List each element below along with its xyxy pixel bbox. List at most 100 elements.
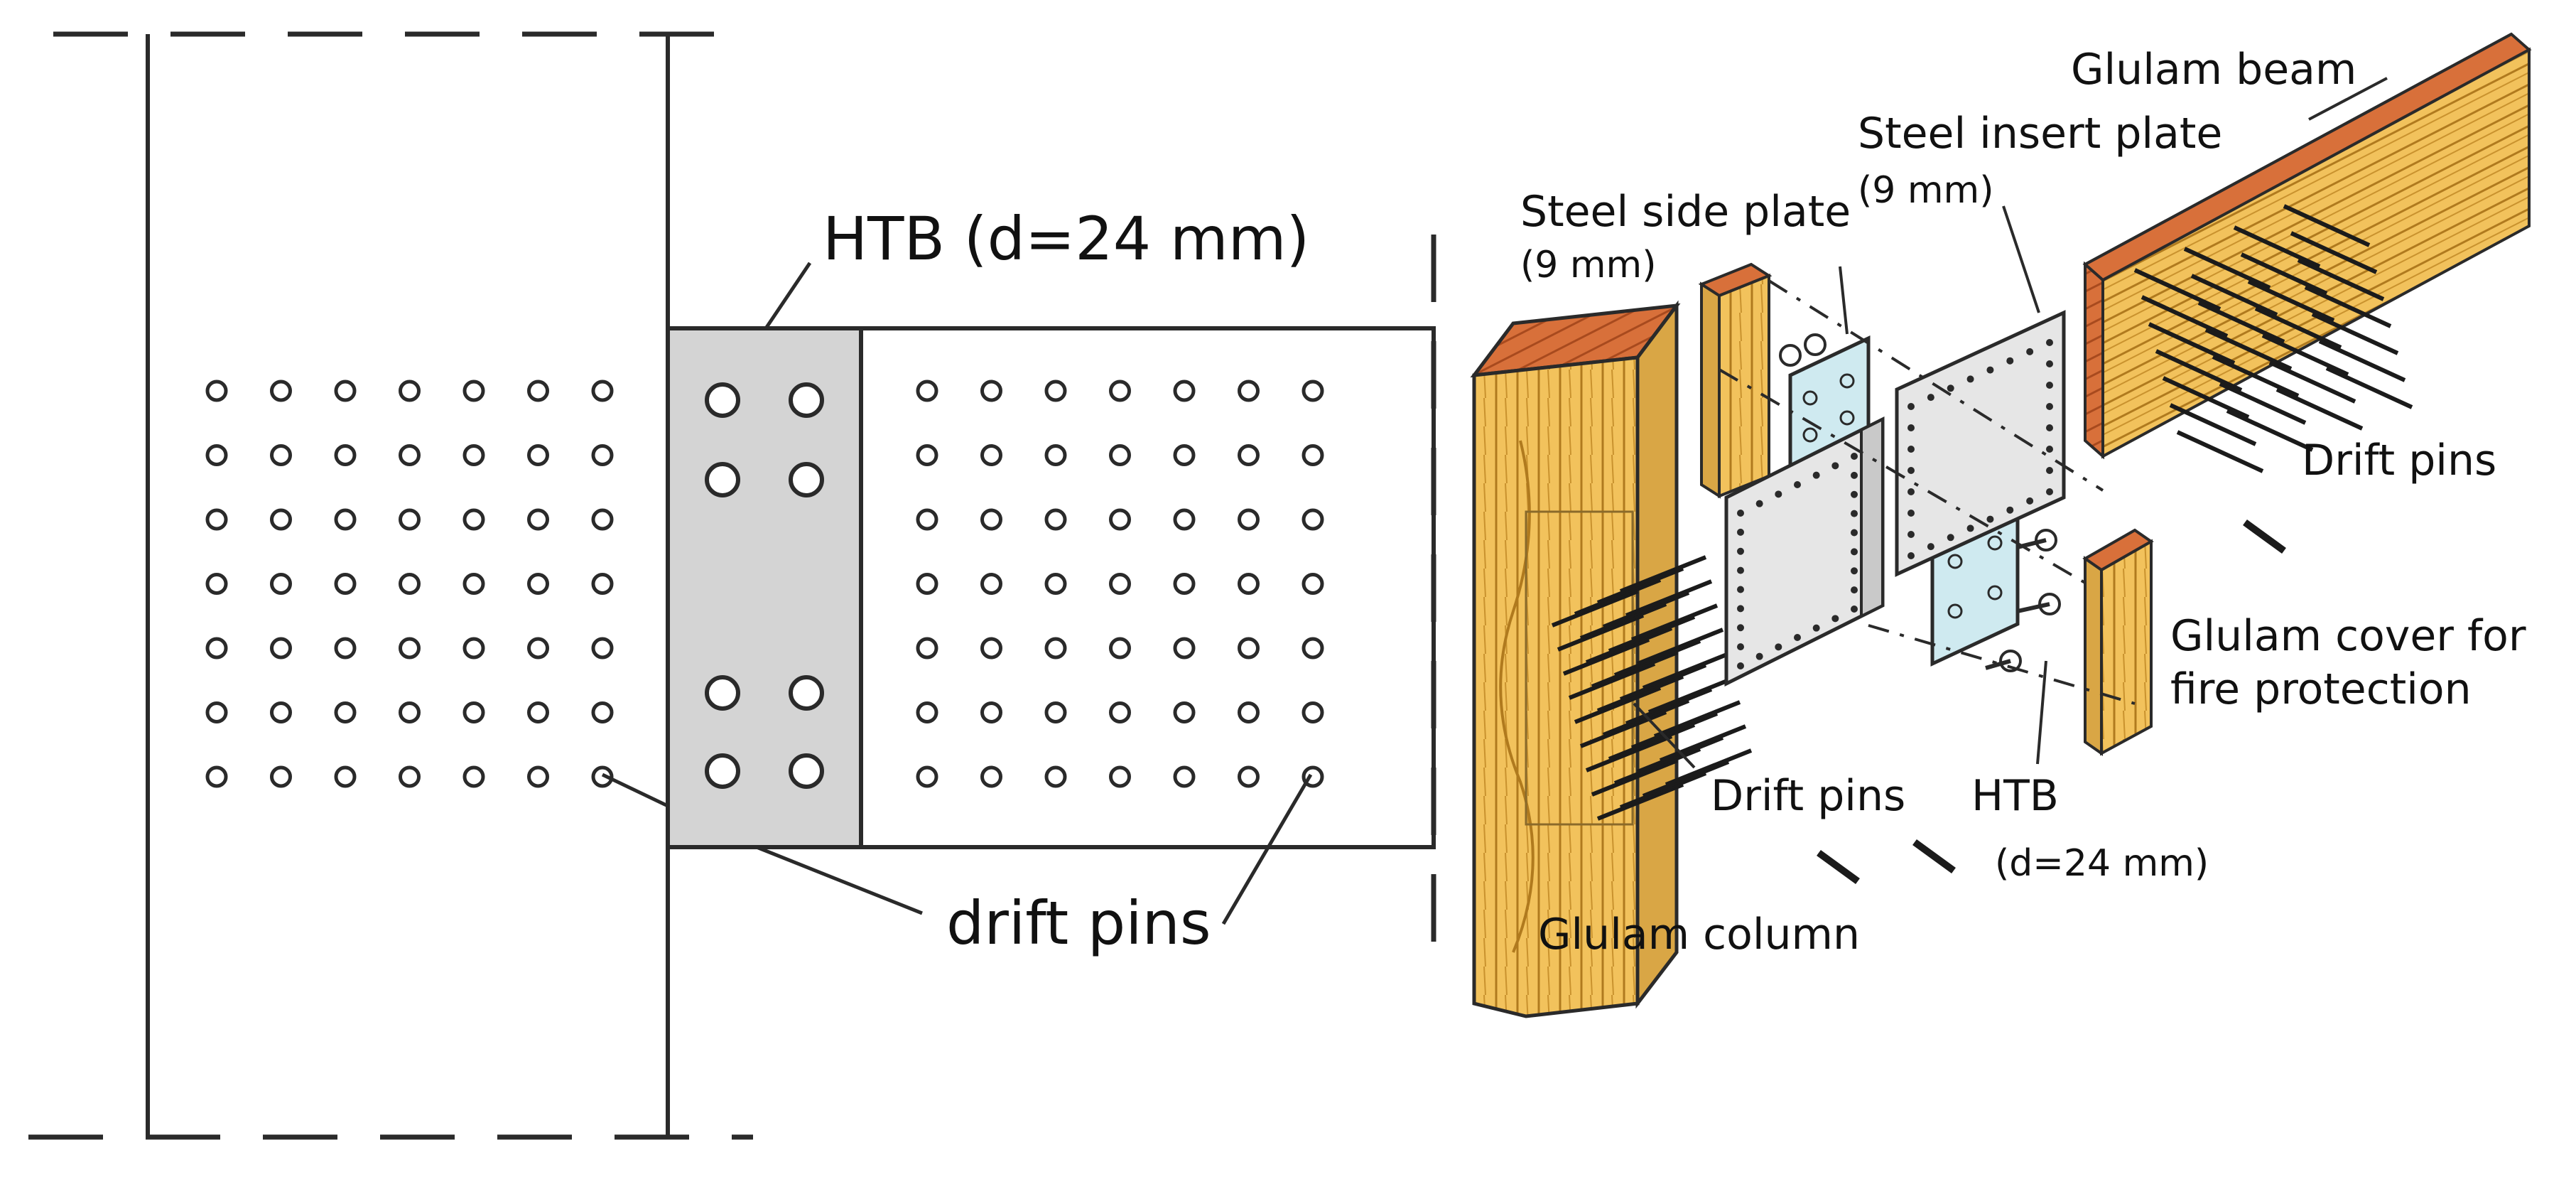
drift-pin <box>2219 382 2307 425</box>
plate-hole <box>1737 547 1744 555</box>
drift-pin-hole <box>270 637 292 660</box>
drift-pin <box>1619 555 1707 593</box>
drift-pin-hole <box>1238 444 1260 466</box>
htb-bolt-group <box>705 382 824 789</box>
drift-pin-hole <box>980 701 1002 723</box>
glulam-beam-label: Glulam beam <box>2071 45 2356 95</box>
plate-hole <box>1907 531 1915 538</box>
htb-plate <box>666 326 863 849</box>
drift-pin-hole <box>270 765 292 788</box>
htb-iso-diameter: (d=24 mm) <box>1995 842 2209 885</box>
plate-hole <box>1737 605 1744 613</box>
drift-pin-hole <box>1109 444 1131 466</box>
plate-hole <box>1851 606 1858 613</box>
plate-hole <box>1966 375 1974 383</box>
plate-hole <box>1737 643 1744 651</box>
htb-bolt-hole <box>789 753 824 789</box>
iso-leader-lines <box>1633 77 2388 769</box>
drift-pin-hole <box>916 637 938 660</box>
drift-pin-hole <box>205 637 228 660</box>
drift-pin <box>2197 301 2285 344</box>
htb-bolts-iso <box>1779 333 2061 672</box>
drift-pin <box>2283 204 2371 247</box>
drift-pin-hole <box>916 444 938 466</box>
drift-pin-hole <box>527 380 549 402</box>
beam-drift-pin-grid <box>916 380 1324 788</box>
drift-pin <box>2204 328 2293 371</box>
drift-pin-hole <box>462 380 485 402</box>
drift-pin <box>1636 628 1724 666</box>
drift-pin <box>2311 312 2399 355</box>
drift-pin-hole <box>1301 444 1324 466</box>
plate-hole <box>1812 624 1820 632</box>
glulam-cover-upper <box>1698 262 1773 499</box>
drift-pin <box>2176 430 2264 473</box>
drift-pin-hole <box>205 573 228 595</box>
drift-pin <box>2190 274 2278 317</box>
drift-pin-hole <box>1109 508 1131 531</box>
drift-pin-hole <box>399 573 421 595</box>
drift-pin-hole <box>1173 573 1196 595</box>
column-steel-plate <box>1724 416 1885 687</box>
drift-pin <box>1647 676 1736 714</box>
drift-pin-hole <box>205 701 228 723</box>
drift-pin-hole <box>527 701 549 723</box>
drift-pin-hole <box>399 701 421 723</box>
drift-pin <box>2226 409 2314 452</box>
drift-pin-hole <box>462 573 485 595</box>
plate-hole <box>2006 506 2014 514</box>
drift-pin-hole <box>1044 701 1067 723</box>
column-drift-pin-grid <box>205 380 614 788</box>
drift-pin <box>2268 360 2356 404</box>
drift-pin-hole <box>462 765 485 788</box>
plate-hole <box>1927 394 1934 402</box>
drift-pin-hole <box>980 380 1002 402</box>
drift-pin-hole <box>1301 508 1324 531</box>
drift-pin-hole <box>591 444 614 466</box>
glulam-column-label: Glulam column <box>1538 910 1860 959</box>
drift-pin-hole <box>980 508 1002 531</box>
drift-pins-label: drift pins <box>946 888 1211 958</box>
drift-pin-hole <box>399 508 421 531</box>
drift-pin-hole <box>1109 765 1131 788</box>
drift-pin-hole <box>980 573 1002 595</box>
htb-bolt-hole <box>705 382 740 418</box>
plate-hole <box>1737 528 1744 536</box>
plate-hole <box>1831 462 1839 470</box>
drift-pin-hole <box>591 765 614 788</box>
drift-pins-leader-right <box>1221 773 1313 925</box>
drift-pin <box>2290 231 2378 274</box>
drift-pin-hole <box>980 637 1002 660</box>
drift-pin-hole <box>527 573 549 595</box>
drift-pin-hole <box>205 508 228 531</box>
drift-pin-hole <box>1173 444 1196 466</box>
drift-pin <box>1659 724 1747 763</box>
drift-pin-hole <box>334 637 357 660</box>
drift-pin-hole <box>334 380 357 402</box>
htb-bolt-hole <box>705 753 740 789</box>
drift-pin <box>2141 295 2229 338</box>
drift-pin-hole <box>1301 573 1324 595</box>
drift-pin-hole <box>1173 765 1196 788</box>
drift-pin-hole <box>1109 701 1131 723</box>
drift-pin <box>2162 376 2250 419</box>
drift-pin <box>2233 225 2321 269</box>
drift-pin-hole <box>270 573 292 595</box>
drift-pin-hole <box>1173 637 1196 660</box>
plate-hole <box>1831 615 1839 623</box>
drift-pin-hole <box>980 765 1002 788</box>
plate-hole <box>2046 382 2053 389</box>
plate-hole <box>1907 403 1915 410</box>
drift-pin-hole <box>527 637 549 660</box>
drift-pin-hole <box>205 444 228 466</box>
drift-pin-hole <box>591 701 614 723</box>
plate-hole <box>1907 467 1915 474</box>
drift-pin <box>2297 258 2385 301</box>
drift-pins-lower-label: Drift pins <box>1711 771 1905 821</box>
isometric-view: Glulam beam Steel insert plate (9 mm) St… <box>1470 32 2532 1018</box>
plate-hole <box>2046 446 2053 453</box>
drift-pin <box>2212 355 2300 398</box>
drift-pin-hole <box>399 637 421 660</box>
drift-pin-hole <box>527 765 549 788</box>
plate-hole <box>1907 446 1915 453</box>
